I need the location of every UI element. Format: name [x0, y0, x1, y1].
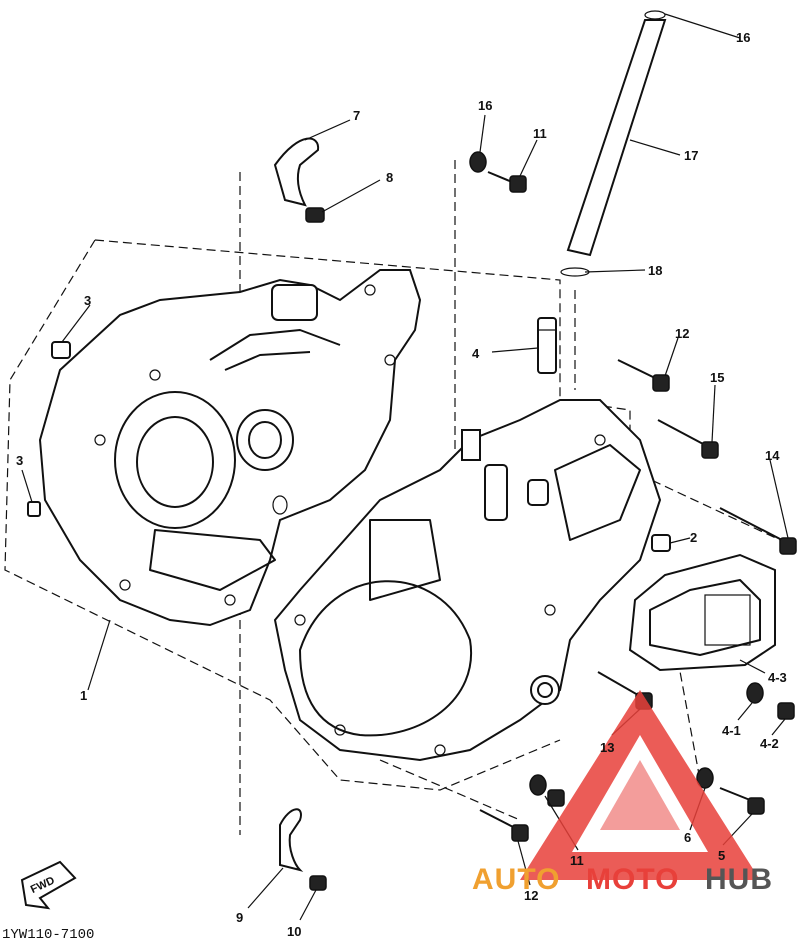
automotohub-logo [520, 690, 760, 880]
callout-4-3: 4-3 [768, 670, 787, 685]
callout-5: 5 [718, 848, 725, 863]
hollow-pin [537, 317, 557, 374]
callout-3-top: 3 [84, 293, 91, 308]
callout-18: 18 [648, 263, 662, 278]
callout-11-top: 11 [533, 126, 547, 141]
watermark-moto: MOTO [586, 863, 679, 896]
callout-13: 13 [600, 740, 614, 755]
triangle-logo-icon [520, 690, 760, 880]
callout-16-pipe: 16 [736, 30, 750, 45]
callout-3-left: 3 [16, 453, 23, 468]
callout-12-bottom: 12 [524, 888, 538, 903]
callout-7: 7 [353, 108, 360, 123]
fasteners [27, 151, 797, 891]
callout-9: 9 [236, 910, 243, 925]
callout-17: 17 [684, 148, 698, 163]
callout-11-bottom: 11 [570, 853, 584, 868]
callout-4-2: 4-2 [760, 736, 779, 751]
left-crankcase-half [38, 269, 422, 627]
callout-2: 2 [690, 530, 697, 545]
callout-6: 6 [684, 830, 691, 845]
callout-12-right: 12 [675, 326, 689, 341]
callout-16-top: 16 [478, 98, 492, 113]
bearing-plate-top [273, 137, 320, 207]
fwd-arrow-icon: FWD [20, 860, 77, 910]
figure-code: 1YW110-7100 [2, 927, 94, 940]
right-crankcase-half [273, 399, 662, 762]
callout-4: 4 [472, 346, 480, 361]
callout-10: 10 [287, 924, 301, 939]
watermark-hub: HUB [705, 863, 773, 896]
callout-1: 1 [80, 688, 87, 703]
side-cover [628, 553, 776, 672]
watermark-auto: AUTO [472, 863, 560, 896]
breather-pipe [560, 10, 667, 277]
bearing-plate-bottom [279, 808, 304, 872]
callout-8: 8 [386, 170, 393, 185]
callout-4-1: 4-1 [722, 723, 741, 738]
callout-14: 14 [765, 448, 780, 463]
callout-15: 15 [710, 370, 724, 385]
